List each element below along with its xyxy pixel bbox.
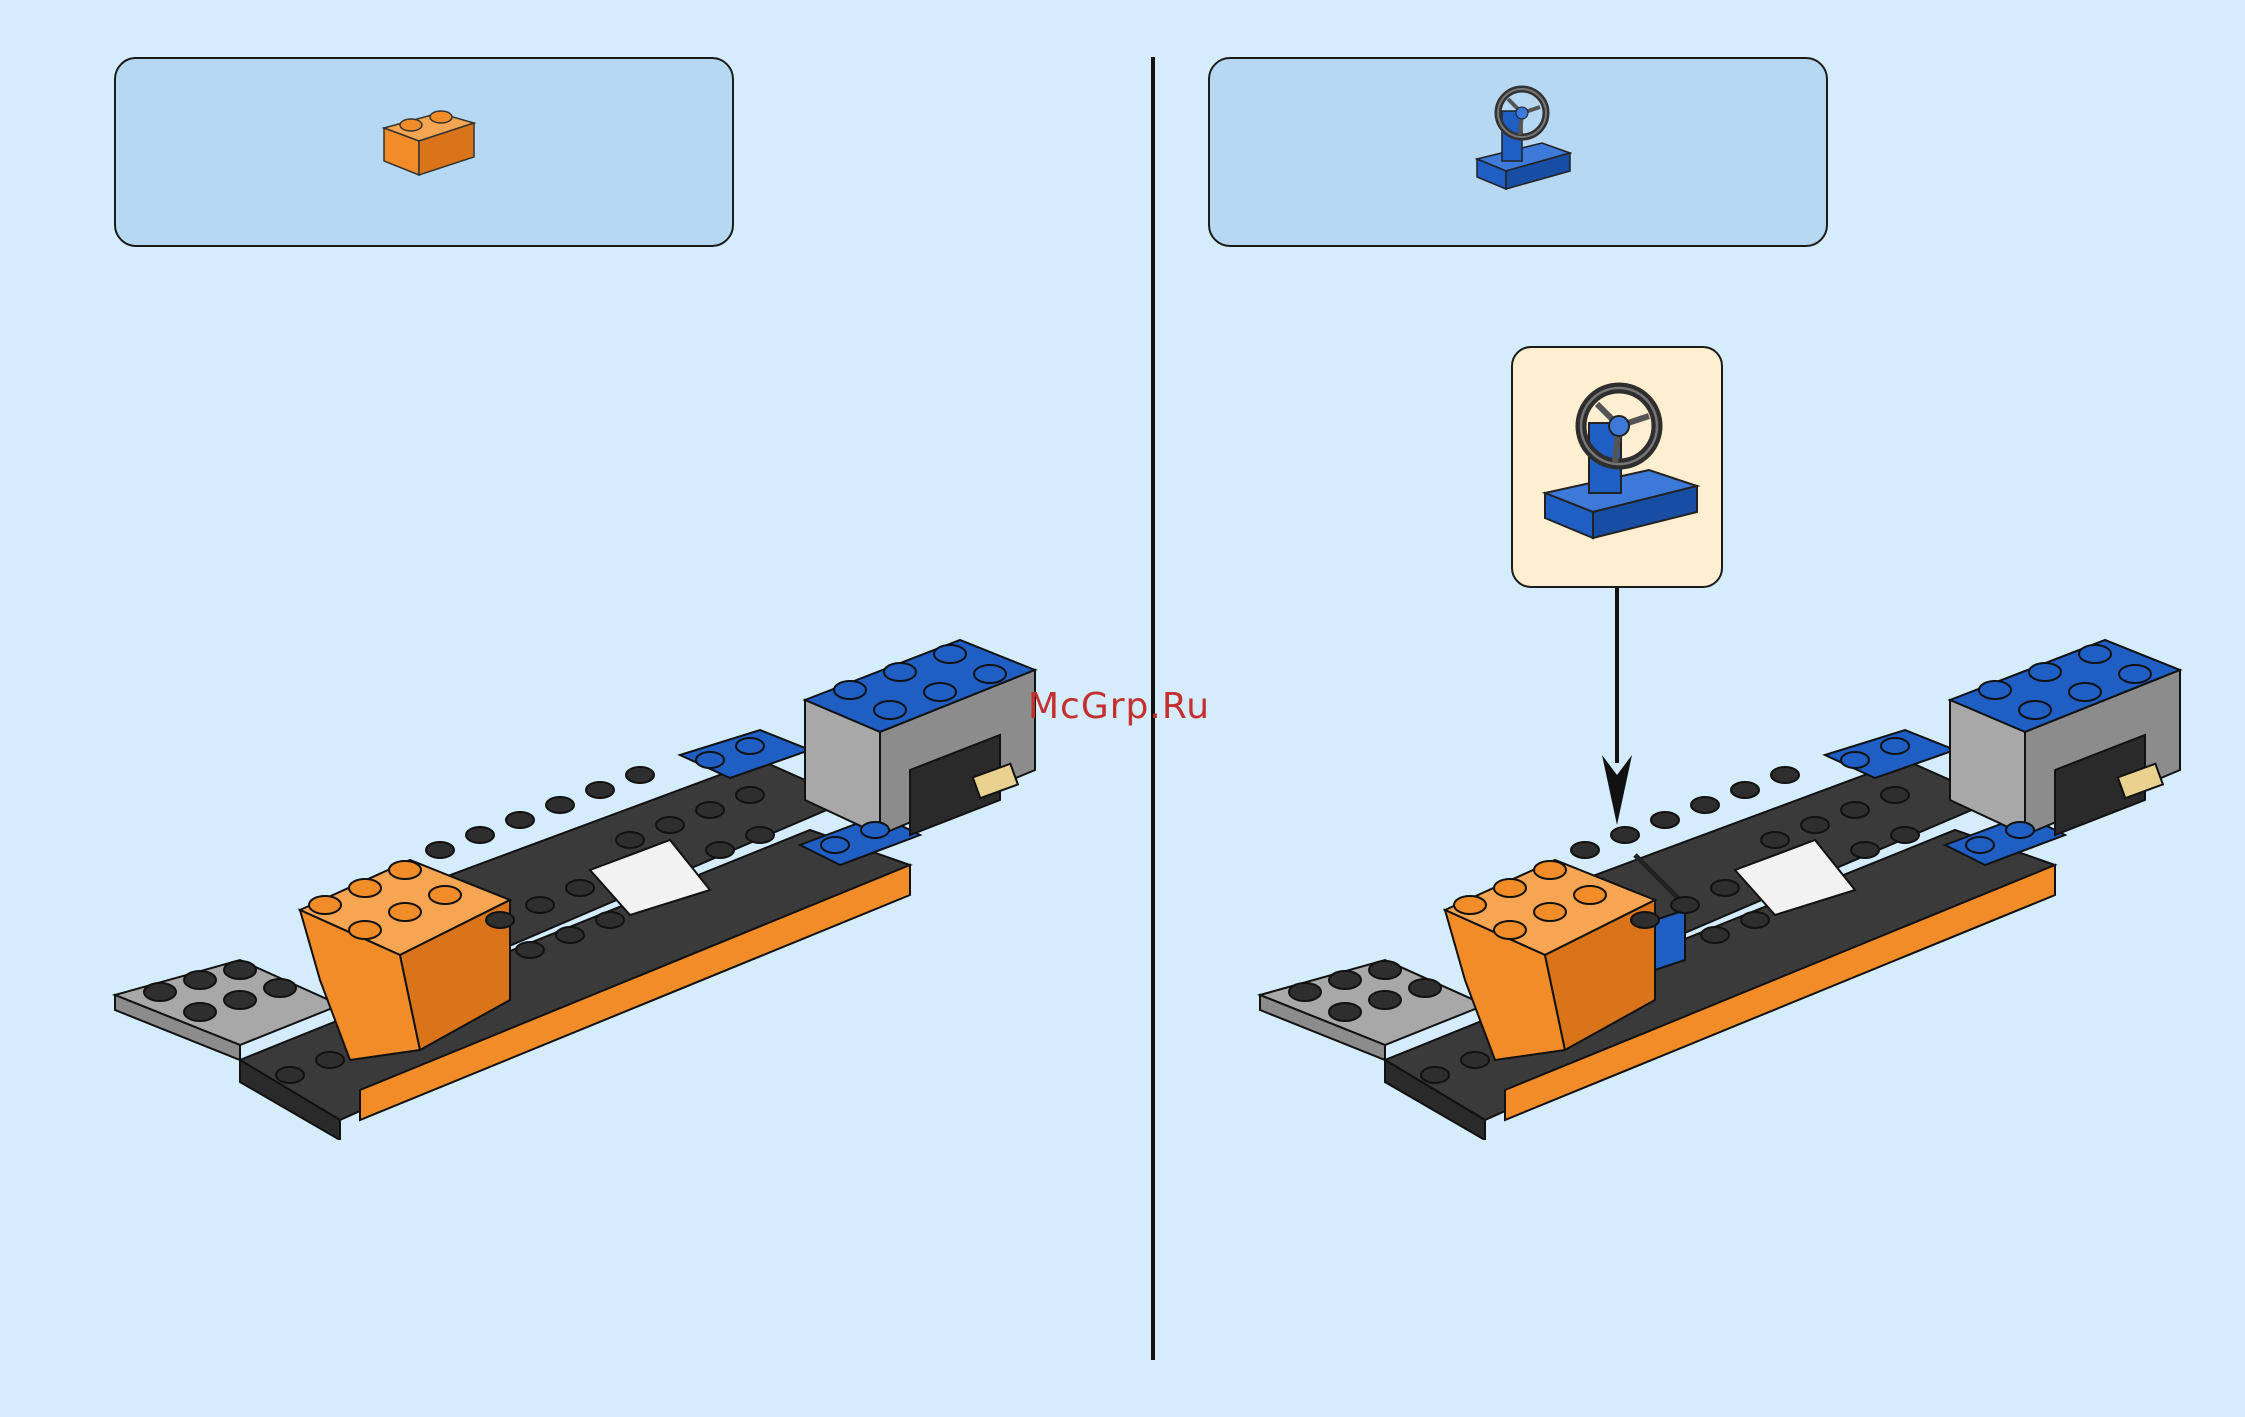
orange-1x2-brick-icon (379, 93, 479, 183)
parts-list-step-2 (1208, 57, 1828, 247)
watermark: McGrp.Ru (1028, 686, 1210, 727)
steering-wheel-stand-icon (1472, 81, 1572, 201)
parts-list-step-1 (114, 57, 734, 247)
model-step-2 (1255, 620, 2195, 1140)
callout-steering-wheel (1511, 346, 1723, 588)
steering-wheel-stand-icon (1537, 378, 1701, 558)
model-step-1 (110, 620, 1050, 1140)
